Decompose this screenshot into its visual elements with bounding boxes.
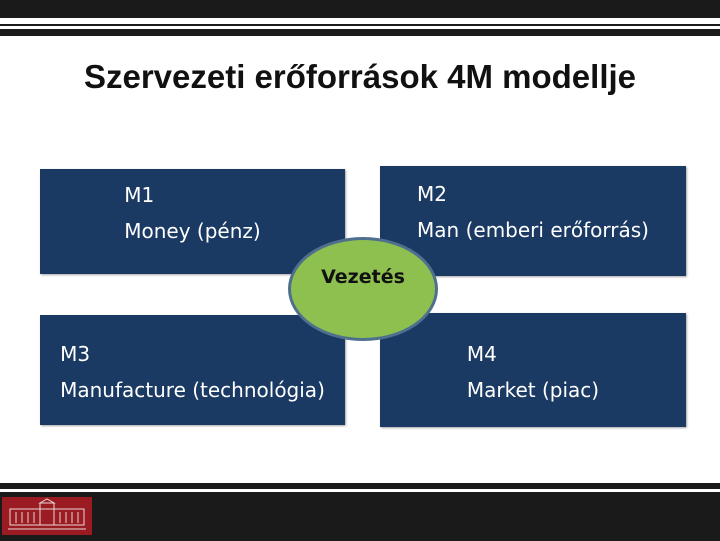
box-m3-code: M3 (60, 342, 91, 366)
top-divider-thick (0, 18, 720, 24)
box-m2-code: M2 (417, 182, 448, 206)
top-divider-thin (0, 26, 720, 29)
box-m1-code: M1 (124, 182, 155, 207)
box-m1-label: Money (pénz) (124, 218, 261, 243)
box-m4-label: Market (piac) (466, 378, 600, 402)
box-m4-code: M4 (466, 342, 497, 366)
box-m4: M4 Market (piac) (380, 313, 686, 427)
center-node-leadership: Vezetés (288, 237, 438, 341)
bottom-bar (0, 483, 720, 541)
box-m3: M3 Manufacture (technológia) (40, 315, 345, 425)
center-label: Vezetés (321, 266, 405, 288)
slide-title: Szervezeti erőforrások 4M modellje (83, 58, 637, 95)
university-building-icon (2, 497, 92, 535)
box-m3-label: Manufacture (technológia) (60, 378, 325, 402)
university-logo-icon (2, 497, 92, 535)
bottom-divider (0, 489, 720, 492)
box-m2: M2 Man (emberi erőforrás) (380, 166, 686, 276)
box-m1: M1 Money (pénz) (40, 169, 345, 274)
box-m2-label: Man (emberi erőforrás) (417, 218, 649, 242)
